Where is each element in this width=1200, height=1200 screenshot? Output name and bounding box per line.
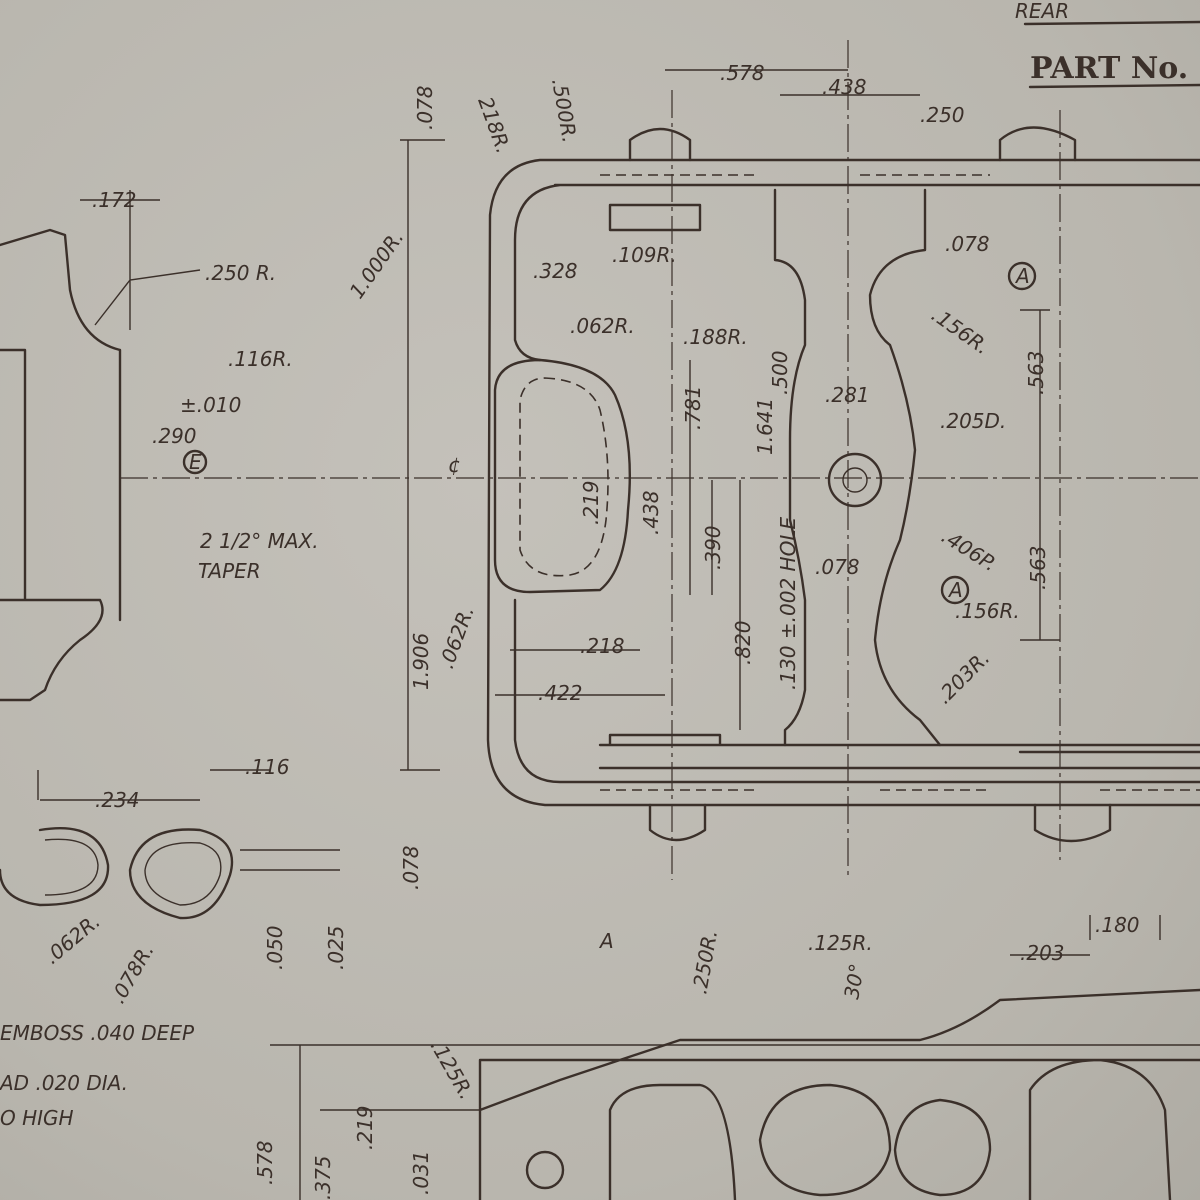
- note-high: O HIGH: [0, 1106, 74, 1130]
- dimension-label: .563: [1026, 545, 1050, 590]
- dimension-label: 1.641: [753, 398, 777, 455]
- dimension-label: .203: [1020, 941, 1065, 965]
- dimension-label: 1.000R.: [344, 226, 408, 303]
- slot-inner-hidden: [519, 377, 609, 577]
- dimension-label: .205D.: [940, 409, 1006, 433]
- dimension-label: .125R.: [808, 931, 873, 955]
- dimension-label: .172: [92, 188, 137, 212]
- dimension-label: .062R.: [434, 603, 479, 672]
- dimension-label: .078: [413, 85, 437, 130]
- dimension-label: .156R.: [927, 302, 994, 359]
- dimension-label: .078: [815, 555, 860, 579]
- part-no-underline: [1028, 83, 1200, 89]
- hidden-lines: [600, 174, 1200, 791]
- main-part-outline: [486, 158, 1200, 807]
- dimension-label: .188R.: [683, 325, 748, 349]
- dimension-label: .375: [311, 1155, 335, 1200]
- dimension-label: .025: [324, 925, 348, 970]
- dimension-label: .438: [822, 75, 867, 99]
- dimension-label: .578: [253, 1140, 277, 1185]
- dimension-label: .156R.: [955, 599, 1020, 623]
- datum-e: E: [189, 450, 202, 474]
- note-taper: TAPER: [198, 559, 261, 583]
- note-hole: .130 ±.002 HOLE: [776, 517, 800, 690]
- dimension-label: .406P.: [937, 524, 1001, 576]
- dimension-label: .500R.: [547, 77, 582, 145]
- lower-flange: [598, 733, 1200, 770]
- dimension-label: .290: [152, 424, 197, 448]
- centerline-symbol: ¢: [448, 453, 461, 477]
- dimension-label: 1.906: [409, 633, 433, 690]
- dimension-label: .050: [263, 925, 287, 970]
- dimension-label: .390: [701, 525, 725, 570]
- dimension-label: .125R.: [426, 1036, 479, 1104]
- dimension-label: .078R.: [106, 939, 159, 1007]
- dimension-label: .781: [681, 385, 705, 430]
- title-underline: [1023, 20, 1200, 26]
- dimension-label: .109R.: [612, 243, 677, 267]
- dimension-label: .422: [538, 681, 583, 705]
- emboss-profiles: [0, 827, 234, 920]
- datum-a-top: A: [1014, 264, 1030, 288]
- emboss-profiles-inner: [44, 838, 222, 906]
- dimension-label: .234: [95, 788, 140, 812]
- section-a-label: A: [598, 929, 614, 953]
- dimension-label: .250: [920, 103, 965, 127]
- dimension-label: .250 R.: [205, 261, 276, 285]
- dimension-label: .578: [720, 61, 765, 85]
- dimension-label: .219: [579, 480, 603, 525]
- dimension-label: .219: [353, 1105, 377, 1150]
- dimension-label: .281: [825, 383, 870, 407]
- web-outline: [773, 188, 942, 747]
- dimension-label: .180: [1095, 913, 1140, 937]
- bottom-view-outline: [478, 988, 1200, 1200]
- dimension-label: .062R.: [570, 314, 635, 338]
- dimension-label: .328: [533, 259, 578, 283]
- note-dia: AD .020 DIA.: [0, 1071, 128, 1095]
- dimension-label: .078: [945, 232, 990, 256]
- dimension-label: .438: [639, 490, 663, 535]
- bottom-tabs: [648, 803, 1112, 843]
- title-heading: REAR: [1015, 0, 1069, 23]
- datum-circle-e: [182, 449, 208, 475]
- dimension-label: 218R.: [473, 94, 516, 157]
- datum-circle-a-top: [1007, 261, 1037, 291]
- note-emboss: EMBOSS .040 DEEP: [0, 1021, 195, 1045]
- bottom-view-bosses: [758, 1083, 992, 1197]
- part-no-label: PART No.: [1030, 51, 1188, 86]
- datum-circle-a-lower: [940, 575, 970, 605]
- dimension-label: .500: [768, 350, 792, 395]
- bottom-hole: [525, 1150, 565, 1190]
- dimension-label: .250R.: [687, 928, 722, 996]
- left-partial-view: [0, 228, 122, 702]
- dimension-label: .116R.: [228, 347, 293, 371]
- datum-a-lower: A: [947, 578, 963, 602]
- dimension-label: .218: [580, 634, 625, 658]
- dimension-label: .062R.: [40, 909, 105, 969]
- slot-outline: [493, 358, 632, 594]
- dimension-label: .078: [399, 845, 423, 890]
- dimension-label: .820: [731, 620, 755, 665]
- dimension-label: .563: [1024, 350, 1048, 395]
- dimension-lines: [37, 69, 1200, 1200]
- note-tolerance: ±.010: [180, 393, 241, 417]
- top-tabs: [608, 126, 1077, 232]
- dimension-label: .116: [245, 755, 290, 779]
- center-hole: [827, 452, 883, 508]
- note-taper-angle: 2 1/2° MAX.: [200, 529, 319, 553]
- dimension-label: 30°: [839, 962, 869, 1001]
- center-hole-inner: [842, 467, 868, 493]
- dimension-label: .031: [409, 1150, 433, 1195]
- dimension-label: .203R.: [932, 646, 995, 709]
